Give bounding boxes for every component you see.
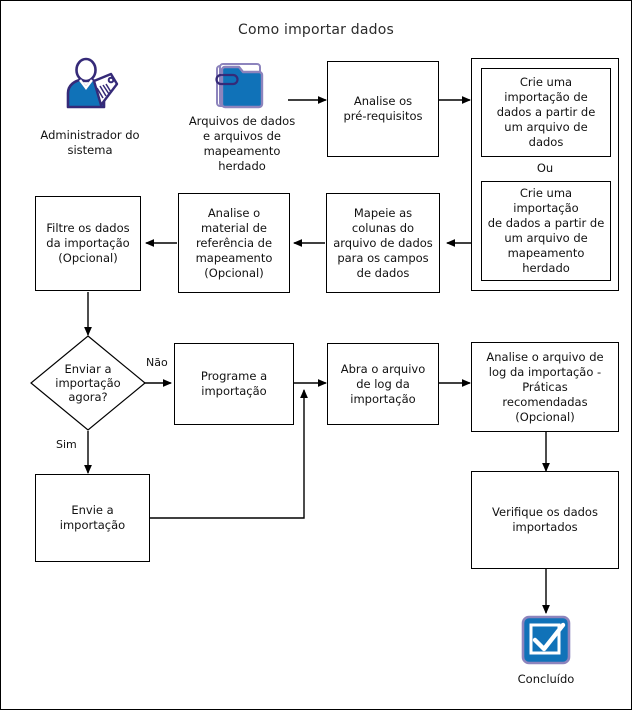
- data-files-folder-icon: [211, 61, 273, 113]
- group-separator-label: Ou: [536, 161, 554, 175]
- node-map-columns[interactable]: Mapeie as colunas do arquivo de dados pa…: [326, 193, 440, 293]
- edge-label-no: Não: [146, 356, 168, 369]
- completed-checkmark-icon: [521, 615, 571, 665]
- data-files-caption: Arquivos de dados e arquivos de mapeamen…: [188, 114, 296, 173]
- node-verify-imported-data[interactable]: Verifique os dados importados: [471, 471, 619, 569]
- create-import-group: Crie uma importação de dados a partir de…: [471, 58, 619, 291]
- node-review-mapping-reference[interactable]: Analise o material de referência de mape…: [178, 193, 290, 293]
- system-administrator-caption: Administrador do sistema: [40, 128, 140, 157]
- node-open-import-log[interactable]: Abra o arquivo de log da importação: [327, 343, 439, 425]
- node-review-import-log-best-practices[interactable]: Analise o arquivo de log da importação -…: [471, 342, 619, 432]
- node-create-from-data-file[interactable]: Crie uma importação de dados a partir de…: [481, 68, 611, 157]
- node-submit-import[interactable]: Envie a importação: [35, 474, 150, 562]
- node-schedule-import[interactable]: Programe a importação: [174, 343, 294, 425]
- decision-send-import-now[interactable]: Enviar a importação agora?: [30, 335, 146, 431]
- node-create-from-legacy-mapping-file[interactable]: Crie uma importação de dados a partir de…: [481, 181, 611, 281]
- decision-label: Enviar a importação agora?: [55, 362, 121, 404]
- node-filter-import-data[interactable]: Filtre os dados da importação (Opcional): [35, 196, 141, 291]
- completed-caption: Concluído: [517, 672, 575, 686]
- system-administrator-icon: [59, 57, 121, 119]
- edge-label-yes: Sim: [56, 438, 77, 451]
- decision-diamond-shape: [30, 335, 146, 431]
- page-title: Como importar dados: [237, 22, 395, 38]
- node-review-prereqs[interactable]: Analise os pré-requisitos: [327, 61, 439, 157]
